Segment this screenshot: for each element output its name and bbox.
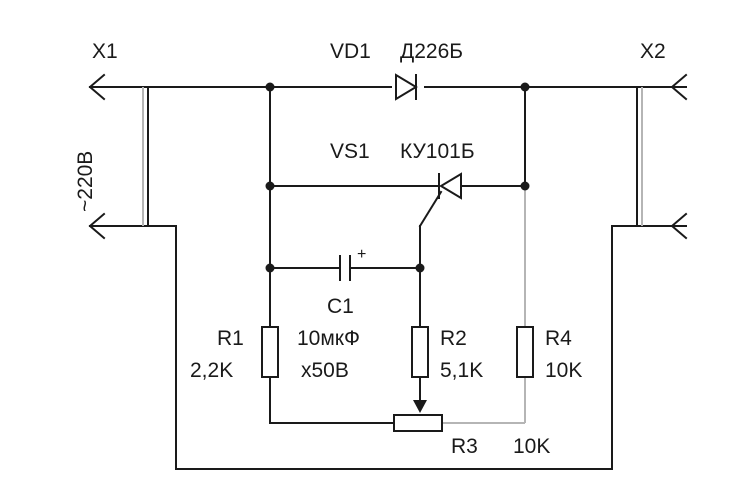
thyristor-gate-lead [418,190,443,228]
potentiometer-body [393,414,443,432]
resistor-r4 [516,326,534,378]
junctions [265,82,530,273]
connector-x1 [88,73,149,240]
resistor-r1-value-label: 2,2K [190,359,233,382]
junction-dot [265,82,275,92]
connector-x2 [636,73,688,240]
junction-dot [520,82,530,92]
thyristor-vs1 [418,172,462,228]
connector-x1-label: X1 [92,40,118,63]
capacitor-c1: + [339,246,366,281]
diode-ref-label: VD1 [330,40,371,63]
resistor-r2 [411,326,429,378]
diode-triangle [395,73,418,101]
capacitor-ref-label: C1 [327,295,354,318]
capacitor-polarity: + [357,246,366,263]
resistor-r4-ref-label: R4 [545,327,572,350]
diode-vd1 [392,72,424,102]
junction-dot [265,263,275,273]
diode-part-label: Д226Б [400,40,463,63]
x2-top-arrow [670,73,688,101]
junction-dot [265,181,275,191]
junction-dot [415,263,425,273]
resistor-r2-ref-label: R2 [440,327,467,350]
diode-gap [392,72,424,102]
x2-bottom-arrow [670,212,688,240]
resistor-r2-value-label: 5,1K [440,359,483,382]
wires [89,86,687,470]
thyristor-ref-label: VS1 [330,140,370,163]
potentiometer-r3-value-label: 10K [513,435,550,458]
capacitor-voltage-label: x50В [301,359,349,382]
junction-dot [520,181,530,191]
resistor-r1-ref-label: R1 [217,327,244,350]
thyristor-triangle [439,172,462,200]
resistor-r1 [261,326,279,378]
x1-bottom-arrow [88,212,106,240]
potentiometer-r3 [393,400,443,432]
thyristor-part-label: КУ101Б [400,140,475,163]
x1-top-arrow [88,73,106,101]
potentiometer-wiper-arrow [413,400,427,413]
resistor-r4-value-label: 10K [545,359,582,382]
capacitor-value-label: 10мкФ [297,327,360,350]
supply-voltage-label: ~220В [74,151,97,212]
potentiometer-r3-ref-label: R3 [451,435,478,458]
connector-x2-label: X2 [640,40,666,63]
